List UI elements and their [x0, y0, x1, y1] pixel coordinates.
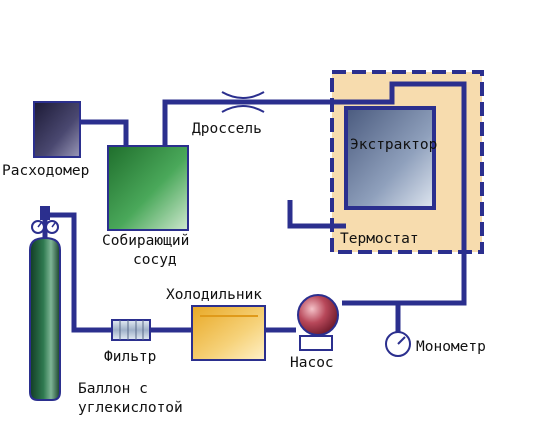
pipes	[42, 81, 467, 333]
collector-label-line2: сосуд	[133, 252, 177, 268]
extractor-vessel	[344, 106, 436, 210]
cylinder-label-line2: углекислотой	[78, 400, 183, 416]
throttle-label: Дроссель	[192, 121, 262, 137]
collector-label-line1: Собирающий	[102, 233, 190, 249]
pump-label: Насос	[290, 355, 334, 371]
flowmeter-label: Расходомер	[2, 163, 90, 179]
extractor-label: Экстрактор	[350, 137, 438, 153]
filter	[111, 319, 151, 341]
filter-label: Фильтр	[104, 349, 157, 365]
throttle-symbol	[210, 91, 276, 113]
pump	[297, 294, 339, 351]
manometer-label: Монометр	[416, 339, 486, 355]
co2-cylinder	[29, 206, 61, 401]
cooler-label: Холодильник	[166, 287, 263, 303]
cooler	[191, 305, 266, 361]
flowmeter-box	[33, 101, 81, 158]
collector-vessel	[107, 145, 189, 231]
manometer	[385, 331, 411, 357]
thermostat-label: Термостат	[340, 231, 419, 247]
cylinder-label-line1: Баллон с	[78, 381, 148, 397]
